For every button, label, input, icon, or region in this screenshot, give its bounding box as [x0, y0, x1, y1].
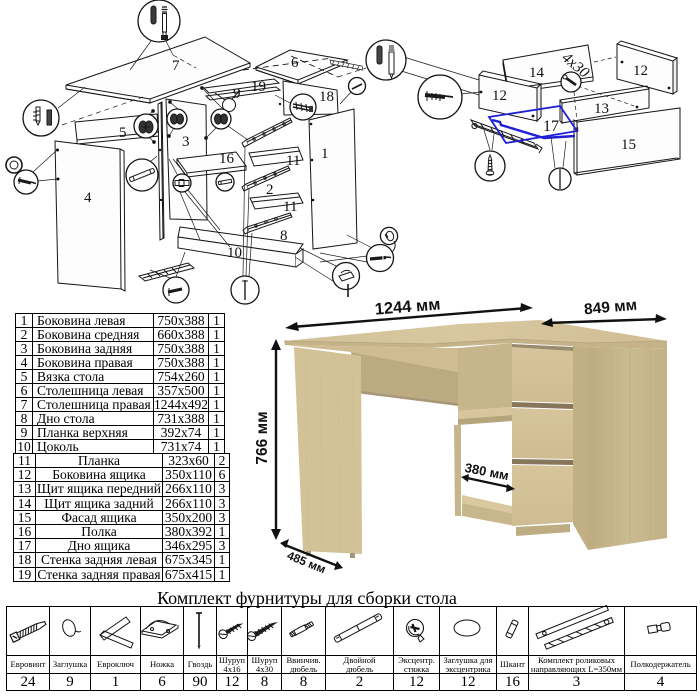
svg-text:8: 8 [280, 228, 288, 244]
svg-text:11: 11 [286, 153, 300, 169]
svg-text:16: 16 [219, 151, 235, 167]
svg-text:2: 2 [266, 182, 274, 198]
svg-text:18: 18 [319, 89, 334, 105]
svg-text:6: 6 [291, 55, 299, 71]
svg-text:7: 7 [172, 58, 180, 74]
svg-text:1: 1 [321, 146, 329, 162]
svg-text:15: 15 [621, 137, 636, 153]
svg-text:11: 11 [283, 199, 297, 215]
svg-text:766 мм: 766 мм [254, 411, 271, 464]
svg-text:4: 4 [84, 190, 92, 206]
svg-text:3: 3 [182, 134, 190, 150]
svg-text:1244 мм: 1244 мм [374, 295, 441, 318]
svg-text:12: 12 [633, 63, 648, 79]
svg-text:10: 10 [227, 245, 242, 261]
svg-text:5: 5 [119, 125, 127, 141]
svg-text:12: 12 [492, 88, 507, 104]
svg-text:19: 19 [251, 79, 266, 95]
svg-text:14: 14 [529, 65, 545, 81]
svg-text:9: 9 [233, 86, 241, 102]
svg-text:17: 17 [543, 118, 559, 135]
svg-text:849 мм: 849 мм [583, 297, 637, 319]
svg-text:13: 13 [594, 101, 609, 117]
